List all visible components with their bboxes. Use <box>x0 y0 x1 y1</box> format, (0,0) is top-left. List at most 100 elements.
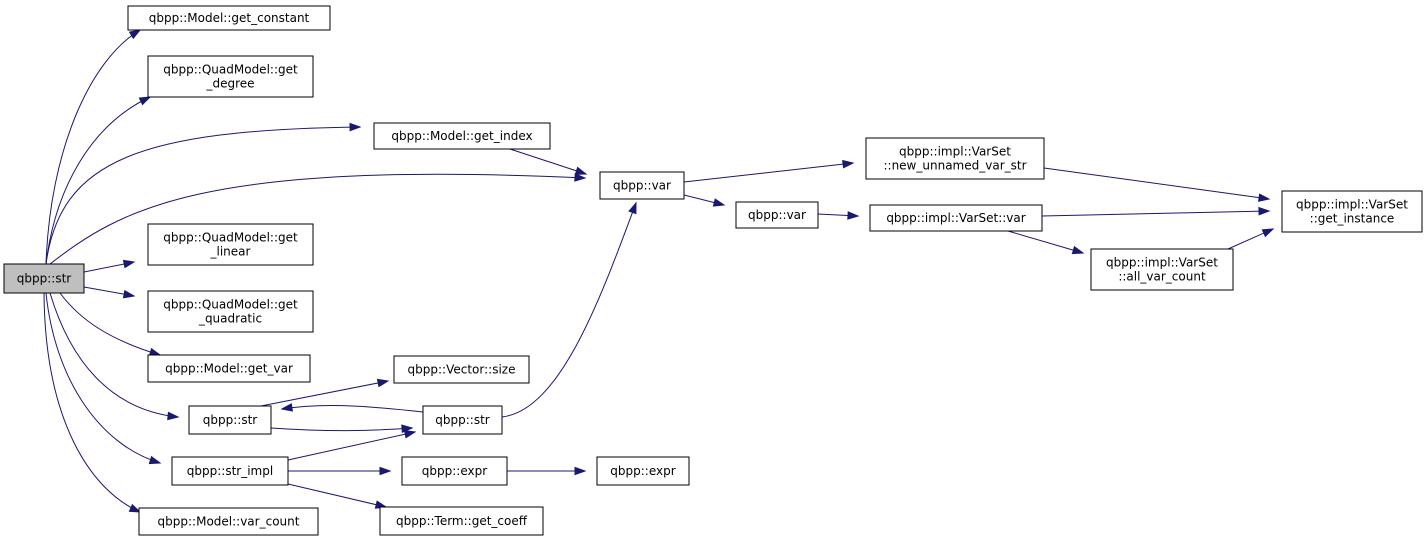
edge-str_root-to-str2 <box>49 292 180 421</box>
edge-line <box>1041 210 1270 217</box>
node-label: ::get_instance <box>1310 212 1395 226</box>
node-label: ::all_var_count <box>1118 270 1206 284</box>
node-label: qbpp::expr <box>422 464 487 478</box>
node-label: qbpp::impl::VarSet <box>899 145 1011 159</box>
node-var-count[interactable]: qbpp::Model::var_count <box>138 507 319 536</box>
edge-line <box>1007 230 1084 254</box>
edge-line <box>683 162 854 183</box>
arrow-head-icon <box>1071 245 1085 255</box>
edge-str_impl-to-expr1 <box>288 466 392 476</box>
edge-var1-to-var2 <box>683 194 726 207</box>
arrow-head-icon <box>122 289 136 299</box>
node-vector-size[interactable]: qbpp::Vector::size <box>393 355 530 384</box>
edge-line <box>43 292 141 513</box>
arrow-head-icon <box>847 211 860 220</box>
arrow-head-icon <box>842 159 855 169</box>
node-box <box>127 5 331 31</box>
edge-str_root-to-var1 <box>49 173 587 265</box>
node-get-coeff[interactable]: qbpp::Term::get_coeff <box>379 506 544 536</box>
edge-line <box>49 173 586 265</box>
node-box <box>373 122 551 150</box>
node-var2[interactable]: qbpp::var <box>735 201 819 229</box>
node-get-index[interactable]: qbpp::Model::get_index <box>373 122 551 150</box>
edge-line <box>45 29 141 265</box>
edge-str3-to-str2 <box>280 403 424 413</box>
node-box <box>422 405 503 435</box>
node-label: qbpp::Term::get_coeff <box>396 514 528 528</box>
edge-var1-to-new_unnamed <box>683 159 855 183</box>
arrow-head-icon <box>167 411 180 421</box>
node-box <box>147 354 311 383</box>
node-box <box>147 223 314 266</box>
edge-line <box>1043 167 1270 200</box>
arrow-head-icon <box>574 166 588 175</box>
edge-str_root-to-get_index <box>45 122 362 265</box>
node-box <box>596 456 690 486</box>
edge-str_root-to-str_impl <box>45 292 162 465</box>
edge-str_root-to-get_degree <box>45 96 152 265</box>
node-box <box>1090 248 1234 291</box>
node-label: qbpp::str <box>203 413 258 427</box>
edge-str_impl-to-str3 <box>287 430 417 461</box>
node-get-var[interactable]: qbpp::Model::get_var <box>147 354 311 383</box>
edge-str_impl-to-get_coeff <box>287 483 388 509</box>
edge-expr1-to-expr2 <box>507 466 587 476</box>
node-var1[interactable]: qbpp::var <box>599 171 685 200</box>
node-get-quadratic[interactable]: qbpp::QuadModel::get_quadratic <box>147 290 314 333</box>
arrow-head-icon <box>1258 193 1271 202</box>
node-get-linear[interactable]: qbpp::QuadModel::get_linear <box>147 223 314 266</box>
edge-line <box>49 292 179 418</box>
arrow-head-icon <box>128 29 142 40</box>
node-label: qbpp::QuadModel::get <box>163 63 298 77</box>
edge-line <box>45 292 161 464</box>
node-label: qbpp::Vector::size <box>408 363 516 377</box>
edge-line <box>45 126 361 265</box>
edge-str3-to-var1 <box>501 201 637 418</box>
arrow-head-icon <box>349 122 362 132</box>
edge-str_root-to-var_count <box>43 292 142 513</box>
node-varset-var[interactable]: qbpp::impl::VarSet::var <box>869 204 1043 232</box>
node-expr1[interactable]: qbpp::expr <box>401 456 508 486</box>
node-all-var-count[interactable]: qbpp::impl::VarSet::all_var_count <box>1090 248 1234 291</box>
arrow-head-icon <box>1261 228 1275 238</box>
arrow-head-icon <box>1258 206 1271 216</box>
node-get-instance[interactable]: qbpp::impl::VarSet::get_instance <box>1281 190 1423 233</box>
node-box <box>865 137 1045 180</box>
arrow-head-icon <box>128 503 142 513</box>
edge-str_root-to-get_quadratic <box>83 286 136 299</box>
edge-line <box>287 431 416 461</box>
node-box <box>869 204 1043 232</box>
node-box <box>599 171 685 200</box>
edge-line <box>501 202 637 418</box>
node-box <box>147 55 314 98</box>
node-box <box>138 507 319 536</box>
node-str2[interactable]: qbpp::str <box>188 405 272 435</box>
edge-line <box>45 96 151 265</box>
edge-var2-to-varset_var <box>817 211 860 220</box>
edge-new_unnamed-to-get_instance <box>1043 167 1271 202</box>
node-label: qbpp::Model::var_count <box>158 515 300 529</box>
node-label: qbpp::str_impl <box>187 464 273 478</box>
node-expr2[interactable]: qbpp::expr <box>596 456 690 486</box>
edge-line <box>59 292 161 356</box>
edge-get_index-to-var1 <box>509 148 588 175</box>
node-get-degree[interactable]: qbpp::QuadModel::get_degree <box>147 55 314 98</box>
edge-varset_var-to-all_var_count <box>1007 230 1085 255</box>
node-str3[interactable]: qbpp::str <box>422 405 503 435</box>
node-box <box>1281 190 1423 233</box>
edge-line <box>270 427 413 432</box>
arrow-head-icon <box>574 173 587 182</box>
node-label: qbpp::impl::VarSet <box>1106 256 1218 270</box>
arrow-head-icon <box>376 378 390 388</box>
node-box <box>379 506 544 536</box>
arrow-head-icon <box>148 455 162 465</box>
node-str-impl[interactable]: qbpp::str_impl <box>171 456 289 486</box>
node-new-unnamed[interactable]: qbpp::impl::VarSet::new_unnamed_var_str <box>865 137 1045 180</box>
node-get-constant[interactable]: qbpp::Model::get_constant <box>127 5 331 31</box>
node-str-root[interactable]: qbpp::str <box>3 263 85 294</box>
node-label: qbpp::expr <box>610 464 675 478</box>
node-box <box>147 290 314 333</box>
node-label: qbpp::Model::get_index <box>391 129 532 143</box>
node-label: qbpp::QuadModel::get <box>163 231 298 245</box>
